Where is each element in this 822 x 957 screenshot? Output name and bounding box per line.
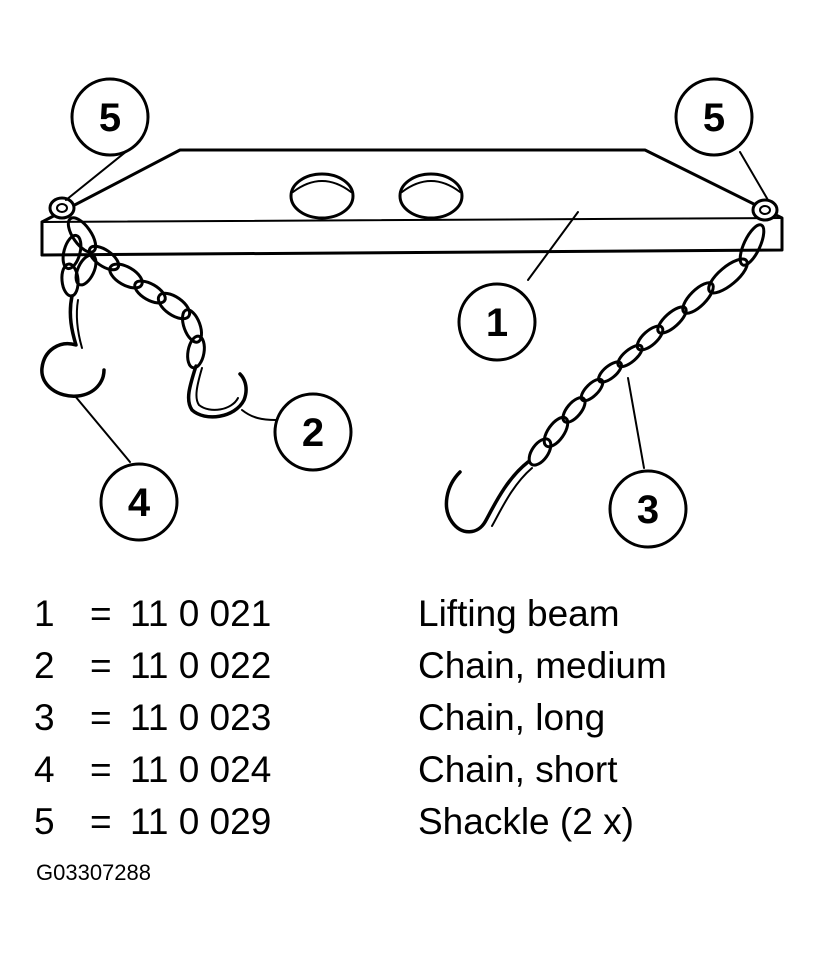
legend-equals: = [90,749,112,790]
chain-long [444,223,766,534]
callout-5-left-label: 5 [99,96,121,140]
chain-short [40,233,106,398]
callout-3: 3 [608,469,688,549]
legend-row: 1 = 11 0 021 Lifting beam [34,588,794,640]
legend-description: Chain, short [418,749,618,790]
legend-equals: = [90,697,112,738]
legend-number: 3 [34,697,55,738]
legend-equals: = [90,593,112,634]
legend-row: 4 = 11 0 024 Chain, short [34,744,794,796]
legend-number: 5 [34,801,55,842]
legend-number: 1 [34,593,55,634]
callout-2: 2 [273,392,353,472]
legend-description: Shackle (2 x) [418,801,634,842]
legend-part-code: 11 0 021 [130,593,272,634]
legend-equals: = [90,801,112,842]
legend-part-code: 11 0 022 [130,645,272,686]
shackle-right [751,198,779,222]
legend-part-code: 11 0 023 [130,697,272,738]
legend-row: 5 = 11 0 029 Shackle (2 x) [34,796,794,848]
legend-equals: = [90,645,112,686]
legend-part-code: 11 0 024 [130,749,272,790]
callout-3-label: 3 [637,488,659,532]
parts-legend: 1 = 11 0 021 Lifting beam 2 = 11 0 022 C… [34,588,794,848]
callout-4: 4 [99,462,179,542]
callout-4-label: 4 [128,481,151,525]
legend-description: Lifting beam [418,593,620,634]
lifting-beam [40,148,784,257]
figure-code: G03307288 [36,860,151,885]
legend-row: 2 = 11 0 022 Chain, medium [34,640,794,692]
callout-2-label: 2 [302,411,324,455]
legend-part-code: 11 0 029 [130,801,272,842]
legend-number: 2 [34,645,55,686]
legend-description: Chain, medium [418,645,667,686]
shackle-left [48,196,76,220]
legend-row: 3 = 11 0 023 Chain, long [34,692,794,744]
legend-description: Chain, long [418,697,606,738]
callout-5-right-label: 5 [703,96,725,140]
callout-1-label: 1 [486,301,508,345]
callout-5-left: 5 [70,77,150,157]
chain-medium [66,216,248,419]
callout-1: 1 [457,282,537,362]
callout-5-right: 5 [674,77,754,157]
legend-number: 4 [34,749,55,790]
lifting-beam-diagram: 1 2 3 4 5 5 [40,77,784,549]
